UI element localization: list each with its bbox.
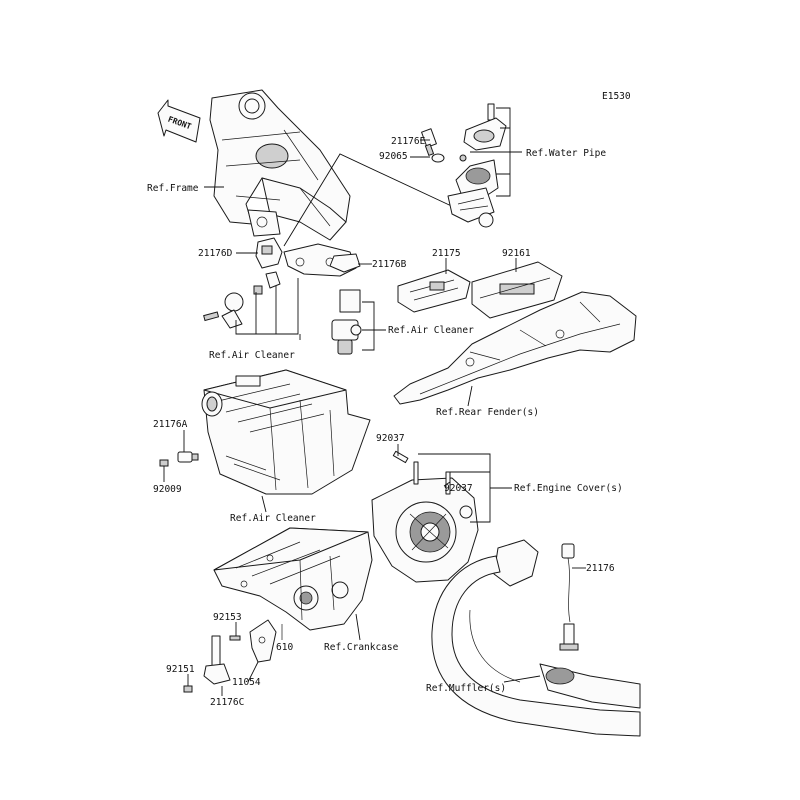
label-21176b: 21176B [372, 259, 407, 270]
label-ref-air-cleaner-bottom: Ref.Air Cleaner [230, 513, 316, 524]
bolt-92009 [159, 459, 169, 467]
label-92037-b: 92037 [444, 483, 473, 494]
sensor-21176b [329, 253, 361, 273]
label-92037-a: 92037 [376, 433, 405, 444]
label-92065: 92065 [379, 151, 408, 162]
label-92161: 92161 [502, 248, 531, 259]
air-cleaner-box [201, 369, 371, 495]
figure-code: E1530 [602, 91, 631, 102]
label-21175: 21175 [432, 248, 461, 259]
label-ref-air-cleaner-left: Ref.Air Cleaner [209, 350, 295, 361]
o2-sensor-21176 [559, 543, 579, 651]
sensor-bracket-11054 [249, 619, 277, 663]
label-ref-frame: Ref.Frame [147, 183, 199, 194]
label-92153: 92153 [213, 612, 242, 623]
label-ref-air-cleaner-right: Ref.Air Cleaner [388, 325, 474, 336]
label-ref-rear-fender: Ref.Rear Fender(s) [436, 407, 539, 418]
bolt-92153 [229, 635, 241, 641]
exhaust-pipe [431, 539, 641, 737]
label-92151: 92151 [166, 664, 195, 675]
label-11054: 11054 [232, 677, 261, 688]
cover-21175 [397, 269, 471, 313]
label-21176d: 21176D [198, 248, 233, 259]
engine-cover [371, 477, 479, 583]
washer-92065 [431, 153, 445, 163]
cover-92161 [471, 261, 563, 319]
crankcase [213, 527, 373, 631]
thermostat-housing [447, 103, 507, 228]
front-arrow-icon: FRONT [157, 99, 201, 143]
label-21176e: 21176E [391, 136, 426, 147]
label-21176c: 21176C [210, 697, 244, 708]
label-ref-muffler: Ref.Muffler(s) [426, 683, 506, 694]
sensor-21176a [177, 451, 199, 463]
sensor-21176d [255, 237, 283, 269]
bolt-92151 [183, 685, 193, 693]
label-610: 610 [276, 642, 293, 653]
small-parts-cluster [203, 271, 281, 329]
sensor-21176c [203, 635, 231, 685]
frame-illustration [209, 89, 351, 241]
label-ref-engine-cover: Ref.Engine Cover(s) [514, 483, 623, 494]
rear-fender [393, 291, 637, 405]
label-ref-crankcase: Ref.Crankcase [324, 642, 399, 653]
label-21176: 21176 [586, 563, 615, 574]
label-21176a: 21176A [153, 419, 188, 430]
label-ref-water-pipe: Ref.Water Pipe [526, 148, 606, 159]
solenoid-valve [331, 289, 362, 355]
label-92009: 92009 [153, 484, 182, 495]
